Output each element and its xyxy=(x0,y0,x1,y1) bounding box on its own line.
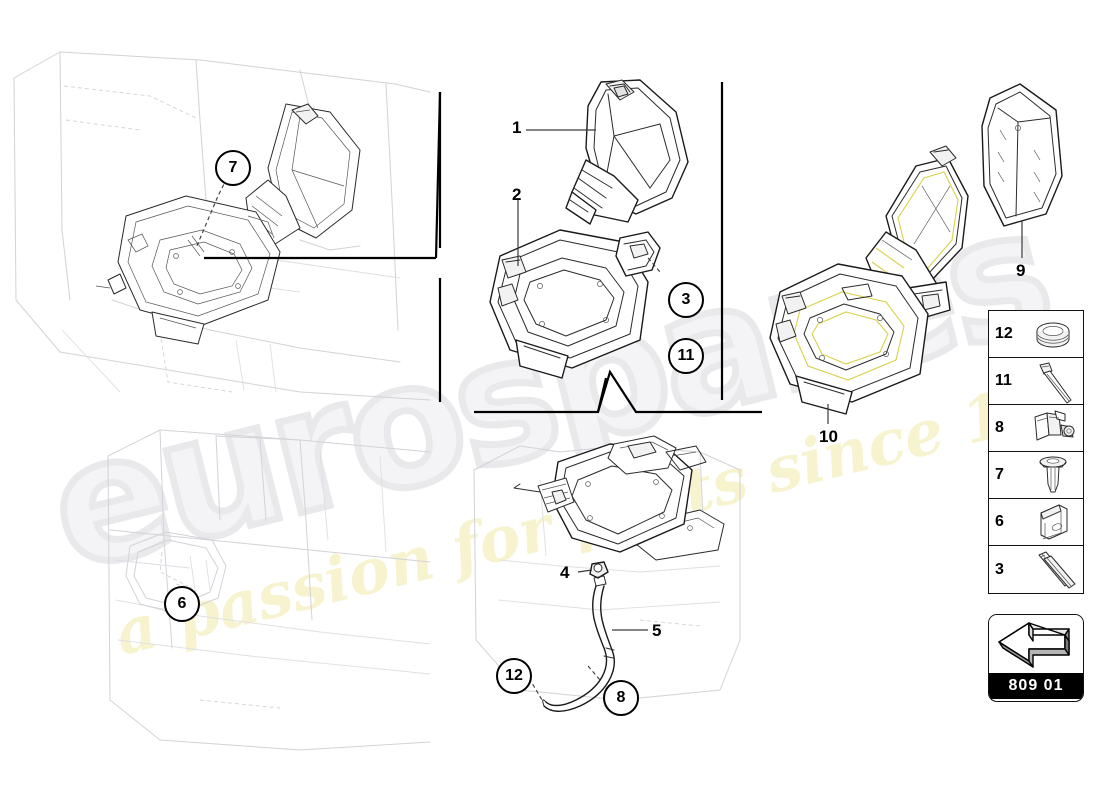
callout-12[interactable]: 12 xyxy=(496,658,532,694)
legend-row[interactable]: 3 xyxy=(989,546,1083,593)
legend-number: 7 xyxy=(995,466,1004,483)
long-pin-icon xyxy=(1025,358,1083,404)
callout-3[interactable]: 3 xyxy=(668,282,704,318)
legend-number: 3 xyxy=(995,560,1004,578)
panel-right-assembly xyxy=(769,145,969,424)
part-group-badge[interactable]: 809 01 xyxy=(988,614,1084,702)
leader-label-10: 10 xyxy=(819,427,838,446)
bracket-clip-icon xyxy=(1025,405,1083,451)
legend-number: 11 xyxy=(995,372,1012,389)
leader-label-4: 4 xyxy=(560,563,570,582)
legend-row[interactable]: 12 xyxy=(989,311,1083,358)
panel-center-exploded-housing xyxy=(489,200,687,379)
callout-8[interactable]: 8 xyxy=(603,680,639,716)
legend-row[interactable]: 7 xyxy=(989,452,1083,499)
legend-row[interactable]: 8 xyxy=(989,405,1083,452)
legend-row[interactable]: 11 xyxy=(989,358,1083,405)
callout-6[interactable]: 6 xyxy=(164,586,200,622)
leader-label-2: 2 xyxy=(512,185,522,204)
three-d-arrow-left-icon xyxy=(989,615,1083,673)
callout-11[interactable]: 11 xyxy=(668,338,704,374)
parts-legend-table: 12 11 xyxy=(988,310,1084,594)
panel-top-left-context xyxy=(13,51,442,401)
legend-number: 8 xyxy=(995,419,1004,436)
grommet-ring-icon xyxy=(1025,311,1083,357)
panel-center-exploded-lid xyxy=(526,79,689,225)
leader-label-5: 5 xyxy=(652,621,662,640)
pin-pair-icon xyxy=(1025,546,1083,593)
callout-7[interactable]: 7 xyxy=(215,150,251,186)
part-group-number: 809 01 xyxy=(989,673,1083,699)
legend-number: 6 xyxy=(995,513,1004,530)
leader-label-9: 9 xyxy=(1016,261,1026,280)
panel-dividers xyxy=(438,82,762,414)
push-rivet-icon xyxy=(1025,452,1083,498)
legend-row[interactable]: 6 xyxy=(989,499,1083,546)
panel-right-cover xyxy=(981,83,1063,258)
leader-label-1: 1 xyxy=(512,118,522,137)
spring-clip-icon xyxy=(1025,499,1083,545)
panel-bottom-left-context xyxy=(107,429,431,751)
legend-number: 12 xyxy=(995,325,1013,342)
panel-bottom-center-hose xyxy=(473,435,741,712)
